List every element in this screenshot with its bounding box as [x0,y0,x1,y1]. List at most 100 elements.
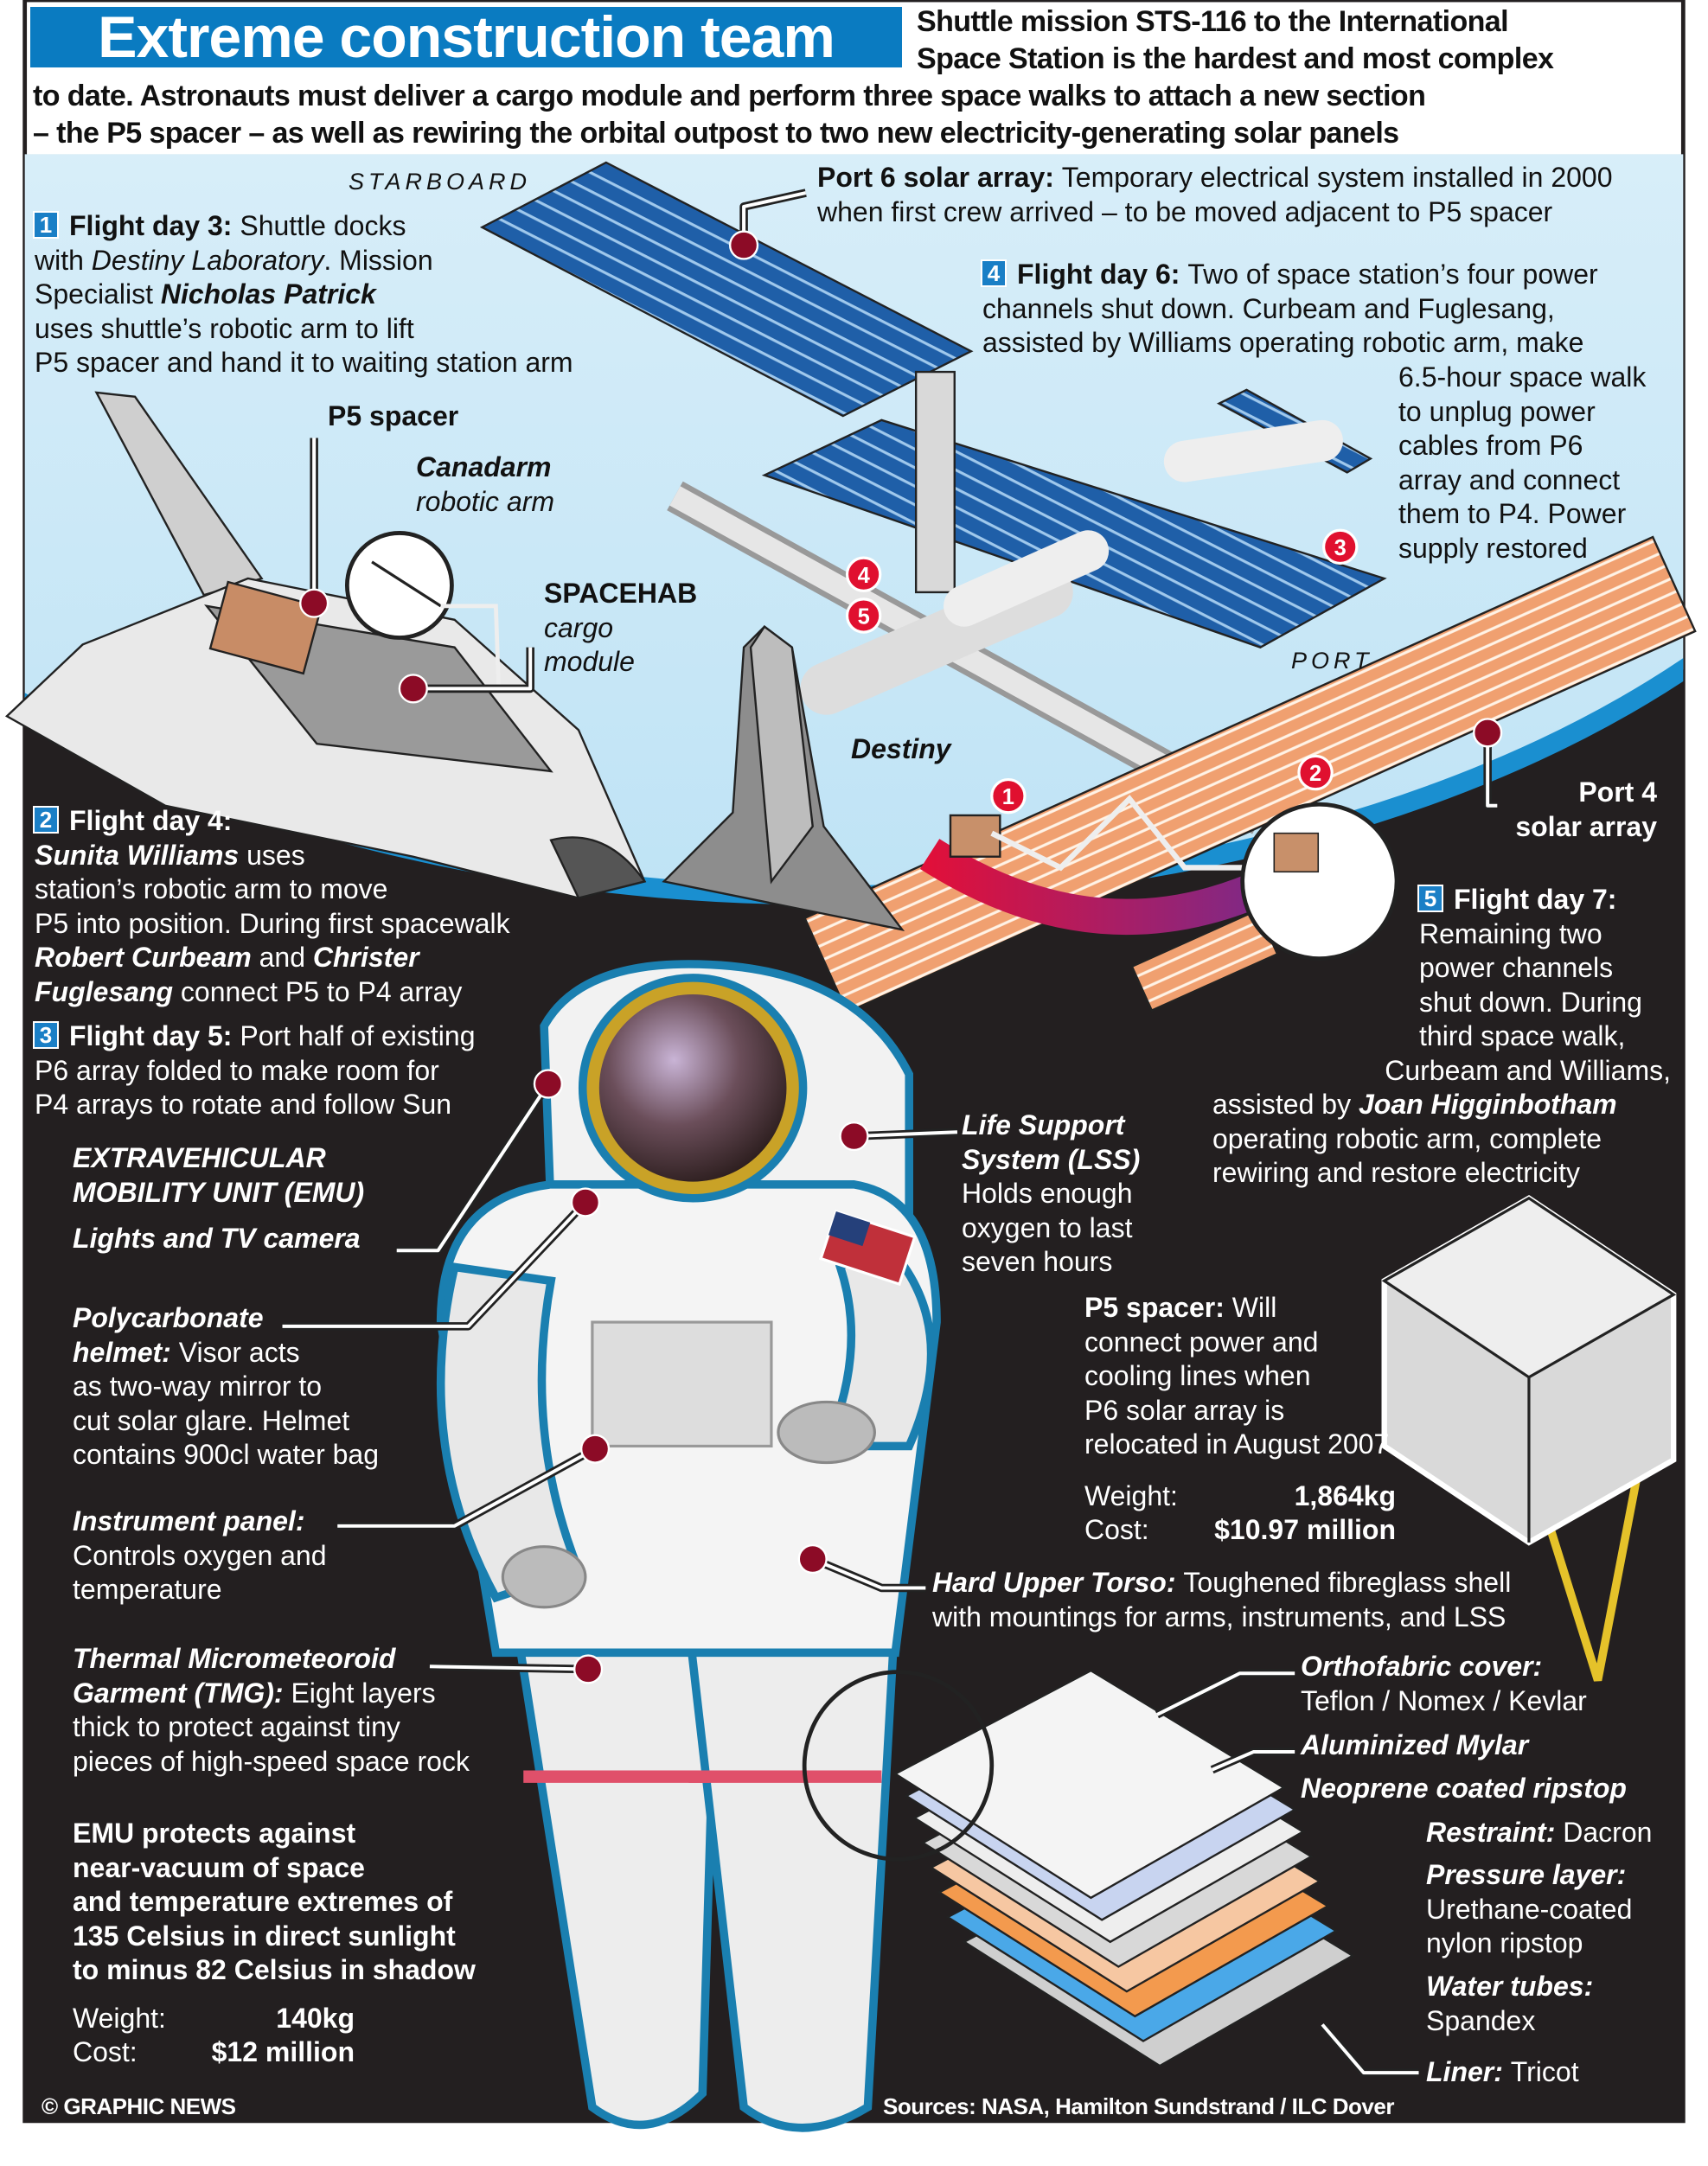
text-line: channels shut down. Curbeam and Fuglesan… [982,292,1598,327]
text-segment: as two-way mirror to [73,1371,323,1402]
text-line: uses shuttle’s robotic arm to lift [35,312,573,347]
marker-4: 4 [858,564,871,588]
text-segment: Shuttle mission STS-116 to the Internati… [917,5,1509,38]
text-segment: Garment (TMG): [73,1677,291,1709]
text-segment: assisted by [1212,1089,1359,1120]
text-line: near-vacuum of space [73,1851,476,1886]
marker-2: 2 [1309,762,1321,786]
text-line: array and connect [1398,463,1646,498]
step-number-badge: 4 [981,259,1007,287]
text-line: Teflon / Nomex / Kevlar [1301,1684,1587,1719]
step-number-badge: 2 [33,806,59,834]
marker-5: 5 [858,605,870,629]
layer-liner: Liner: Tricot [1426,2055,1579,2090]
text-segment: relocated in August 2007 [1084,1428,1390,1460]
text-line: temperature [73,1573,327,1607]
text-line: Space Station is the hardest and most co… [917,41,1554,78]
text-line: relocated in August 2007 [1084,1428,1389,1462]
callout-dot [398,674,428,704]
text-segment: Port half of existing [240,1020,476,1051]
step-number-badge: 3 [33,1021,59,1049]
text-segment: Life Support [962,1109,1125,1141]
text-line: 4 Flight day 6: Two of space station’s fo… [981,258,1598,292]
text-segment: station’s robotic arm to move [35,873,388,904]
callout-dot [570,1187,601,1217]
callout-dots [299,230,1503,1684]
text-line: helmet: Visor acts [73,1336,379,1371]
text-segment: cut solar glare. Helmet [73,1404,350,1436]
text-line: SPACEHAB [544,577,697,611]
text-segment: temperature [73,1574,222,1605]
text-segment: Neoprene coated ripstop [1301,1773,1627,1804]
text-segment: robotic arm [416,485,555,517]
text-segment: rewiring and restore electricity [1212,1157,1581,1188]
canadarm-inset [344,531,454,640]
text-segment: seven hours [962,1246,1113,1277]
text-line: P5 spacer: Will [1084,1291,1389,1326]
text-line: module [544,645,697,680]
shuttle-discovery [4,391,647,899]
text-segment: – the P5 spacer – as well as rewiring th… [33,117,1399,150]
text-line: Instrument panel: [73,1505,327,1539]
text-segment: to unplug power [1398,395,1596,427]
emu-cost-label: Cost: [73,2036,138,2067]
layer-neoprene: Neoprene coated ripstop [1301,1772,1627,1806]
text-segment: cooling lines when [1084,1360,1311,1391]
text-line: connect power and [1084,1326,1389,1360]
text-segment: Remaining two [1419,917,1602,949]
text-segment: Restraint: [1426,1817,1564,1848]
text-line: MOBILITY UNIT (EMU) [73,1176,364,1211]
text-line: nylon ripstop [1426,1926,1632,1961]
suit-fabric-layers [802,1669,1355,2067]
text-line: – the P5 spacer – as well as rewiring th… [33,115,1425,152]
text-segment: with mountings for arms, instruments, an… [932,1601,1506,1632]
text-line: thick to protect against tiny [73,1710,470,1745]
text-segment: Visor acts [178,1336,300,1368]
text-segment: Flight day 4: [69,805,233,836]
emu-weight-value: 140kg [276,2003,355,2034]
text-segment: Tricot [1510,2056,1579,2087]
text-segment: Hard Upper Torso: [932,1567,1184,1598]
text-segment: Flight day 6: [1017,259,1188,290]
step-number-badge: 5 [1417,885,1443,912]
text-segment: Controls oxygen and [73,1539,327,1571]
text-segment: Joan Higginbotham [1358,1089,1617,1120]
right-arm [820,1234,936,1451]
text-segment: Specialist [35,278,161,310]
text-line: with Destiny Laboratory. Mission [35,244,573,278]
text-segment: with [35,244,92,276]
text-line: Controls oxygen and [73,1539,327,1574]
text-segment: Thermal Micrometeoroid [73,1643,396,1674]
text-segment: Nicholas Patrick [160,278,376,310]
text-segment: Spandex [1426,2004,1536,2036]
text-segment: cables from P6 [1398,430,1583,461]
text-segment: Two of space station’s four power [1187,259,1598,290]
text-line: Garment (TMG): Eight layers [73,1677,470,1711]
text-segment: Curbeam and Williams, [1385,1054,1671,1086]
text-line: Port 4 [1484,776,1657,810]
layer-restraint: Restraint: Dacron [1426,1816,1652,1850]
text-segment: to minus 82 Celsius in shadow [73,1954,476,1985]
text-segment: third space walk, [1419,1020,1626,1051]
text-segment: Lights and TV camera [73,1223,361,1254]
text-segment: supply restored [1398,532,1588,564]
text-segment: power channels [1419,952,1614,983]
text-line: Pressure layer: [1426,1858,1632,1893]
text-segment: P6 solar array is [1084,1394,1285,1426]
text-segment: Destiny Laboratory [91,244,324,276]
visor [598,994,787,1182]
text-line: assisted by Williams operating robotic a… [982,326,1598,361]
text-line: to unplug power [1398,395,1646,430]
text-segment: Eight layers [291,1677,436,1709]
text-line: Curbeam and Williams, [1212,1054,1671,1089]
step-4-flight-day-6: 4 Flight day 6: Two of space station’s fo… [981,258,1598,361]
text-segment: oxygen to last [962,1211,1133,1243]
text-segment: and [251,942,313,973]
